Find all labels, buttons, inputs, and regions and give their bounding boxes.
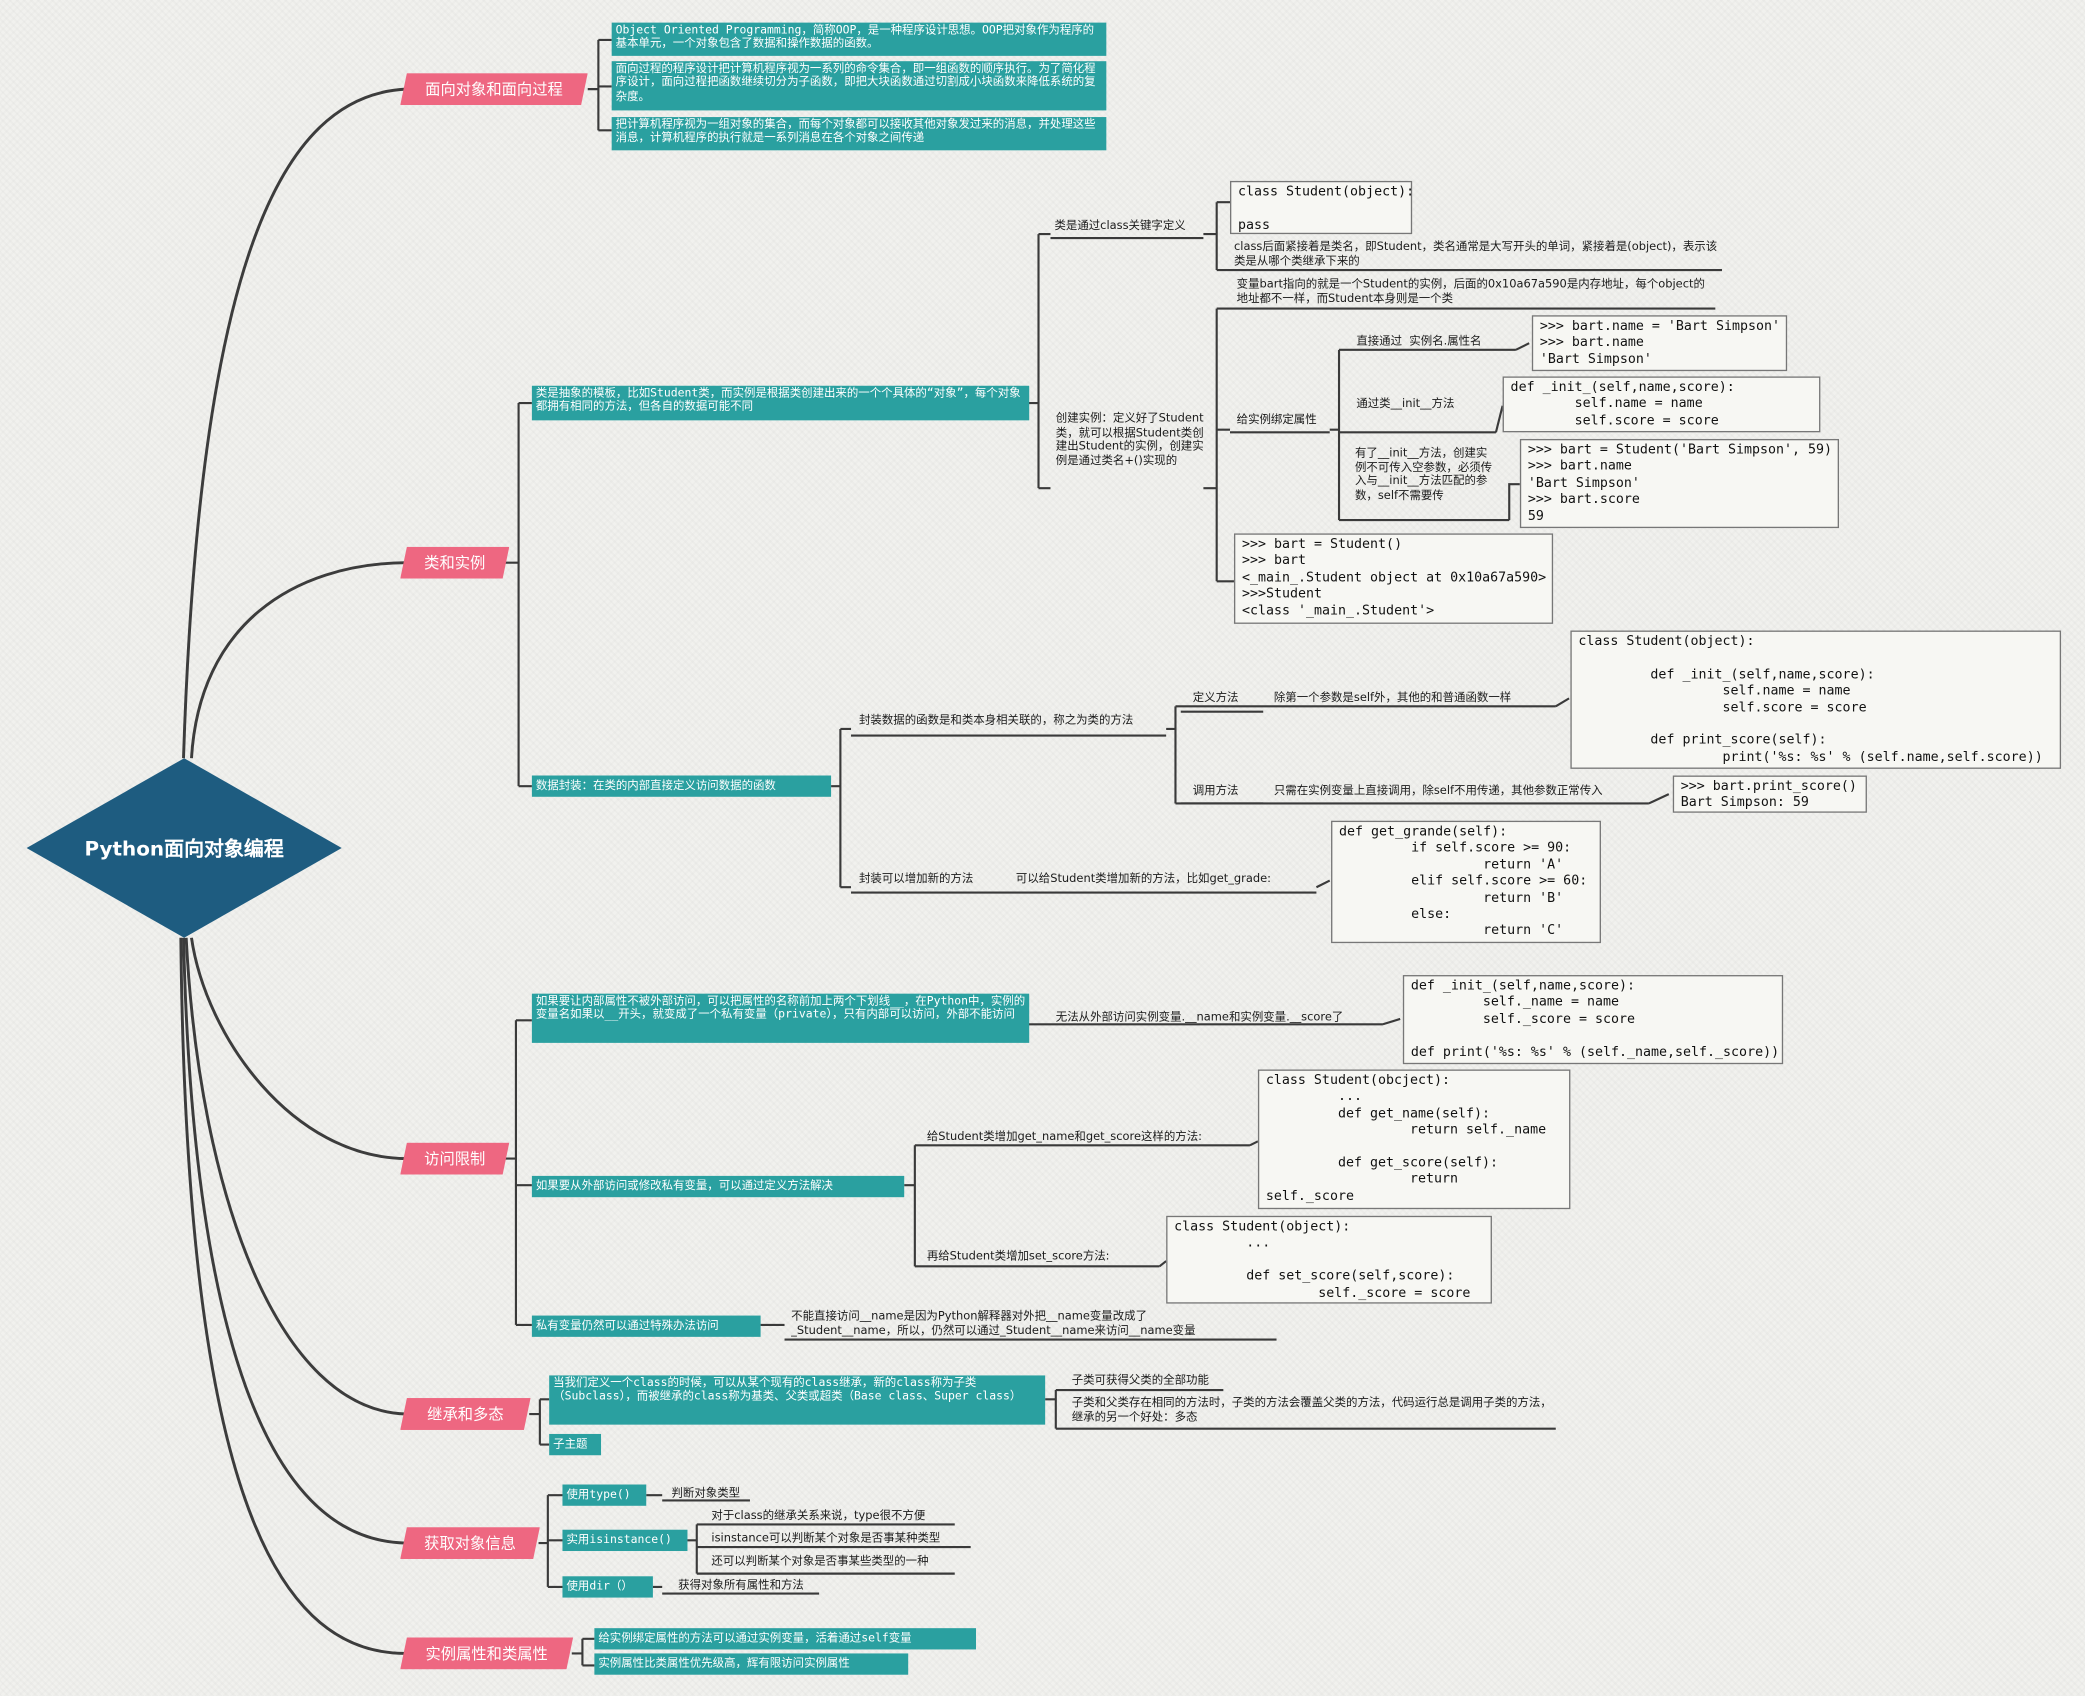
bind-direct-label[interactable]: 直接通过 实例名.属性名 xyxy=(1356,335,1482,349)
attr-item-1[interactable]: 给实例绑定属性的方法可以通过实例变量，活着通过self变量 xyxy=(594,1628,977,1650)
root-diamond-shape xyxy=(26,758,342,938)
private-note: 无法从外部访问实例变量.__name和实例变量.__score了 xyxy=(1055,1010,1344,1025)
bind-init-label[interactable]: 通过类__init__方法 xyxy=(1356,397,1455,412)
add-method-label[interactable]: 封装可以增加新的方法 xyxy=(858,872,974,886)
attr-item-2[interactable]: 实例属性比类属性优先级高，辉有限访问实例属性 xyxy=(594,1653,909,1675)
isinstance-note-1: 对于class的继承关系来说，type很不方便 xyxy=(711,1509,926,1524)
getset-desc[interactable]: 如果要从外部访问或修改私有变量，可以通过定义方法解决 xyxy=(531,1175,905,1198)
bind-after-code: >>> bart = Student('Bart Simpson', 59) >… xyxy=(1519,438,1840,529)
bind-init-code: def _init_(self,name,score): self.name =… xyxy=(1502,376,1821,433)
getset-get-label[interactable]: 给Student类增加get_name和get_score这样的方法: xyxy=(926,1130,1203,1144)
branch-attr[interactable]: 实例属性和类属性 xyxy=(400,1637,573,1669)
private-desc[interactable]: 如果要让内部属性不被外部访问，可以把属性的名称前加上两个下划线__，在Pytho… xyxy=(531,993,1030,1043)
call-method-code: >>> bart.print_score() Bart Simpson: 59 xyxy=(1672,775,1867,813)
inherit-subtopic[interactable]: 子主题 xyxy=(549,1433,602,1456)
encap-desc[interactable]: 数据封装：在类的内部直接定义访问数据的函数 xyxy=(531,775,832,797)
call-method-label[interactable]: 调用方法 xyxy=(1192,784,1239,799)
info-dir-note: 获得对象所有属性和方法 xyxy=(678,1578,804,1593)
special-access-note: 不能直接访问__name是因为Python解释器对外把__name变量改成了_S… xyxy=(791,1310,1196,1338)
branch-info[interactable]: 获取对象信息 xyxy=(400,1527,540,1559)
oop-item-1[interactable]: Object Oriented Programming，简称OOP，是一种程序设… xyxy=(611,22,1107,56)
root-node[interactable]: Python面向对象编程 xyxy=(26,758,342,938)
branch-inherit[interactable]: 继承和多态 xyxy=(400,1398,530,1430)
call-method-note: 只需在实例变量上直接调用，除self不用传递，其他参数正常传入 xyxy=(1273,784,1603,799)
info-type-note: 判断对象类型 xyxy=(671,1487,741,1501)
info-dir[interactable]: 使用dir（） xyxy=(562,1576,653,1598)
root-label: Python面向对象编程 xyxy=(84,836,284,861)
branch-class[interactable]: 类和实例 xyxy=(400,547,509,579)
class-define-note: class后面紧接着是类名，即Student，类名通常是大写开头的单词，紧接着是… xyxy=(1233,240,1718,269)
getset-set-code: class Student(object): ... def set_score… xyxy=(1166,1215,1492,1304)
create-instance-label[interactable]: 创建实例：定义好了Student类，就可以根据Student类创建出Studen… xyxy=(1055,412,1204,468)
info-type[interactable]: 使用type() xyxy=(562,1484,647,1506)
getset-set-label[interactable]: 再给Student类增加set_score方法: xyxy=(926,1250,1110,1264)
isinstance-note-2: isinstance可以判断某个对象是否事某种类型 xyxy=(711,1532,941,1546)
private-code: def _init_(self,name,score): self._name … xyxy=(1402,975,1784,1065)
inherit-note-1: 子类可获得父类的全部功能 xyxy=(1071,1374,1209,1388)
inherit-note-2: 子类和父类存在相同的方法时，子类的方法会覆盖父类的方法，代码运行总是调用子类的方… xyxy=(1071,1396,1552,1425)
special-access-desc[interactable]: 私有变量仍然可以通过特殊办法访问 xyxy=(531,1315,761,1337)
bind-direct-code: >>> bart.name = 'Bart Simpson' >>> bart.… xyxy=(1531,315,1788,372)
add-method-code: def get_grande(self): if self.score >= 9… xyxy=(1331,820,1601,944)
oop-item-2[interactable]: 面向过程的程序设计把计算机程序视为一系列的命令集合，即一组函数的顺序执行。为了简… xyxy=(611,61,1107,111)
bind-attr-label[interactable]: 给实例绑定属性 xyxy=(1236,413,1317,427)
branch-oop[interactable]: 面向对象和面向过程 xyxy=(400,73,587,105)
bind-after-label[interactable]: 有了__init__方法，创建实例不可传入空参数，必须传入与__init__方法… xyxy=(1354,446,1493,503)
class-desc[interactable]: 类是抽象的模板，比如Student类，而实例是根据类创建出来的一个个具体的“对象… xyxy=(531,385,1030,421)
info-isinstance[interactable]: 实用isinstance() xyxy=(562,1529,688,1552)
create-instance-code: >>> bart = Student() >>> bart <_main_.St… xyxy=(1233,533,1554,624)
add-method-note: 可以给Student类增加新的方法，比如get_grade: xyxy=(1015,872,1272,886)
isinstance-note-3: 还可以判断某个对象是否事某些类型的一种 xyxy=(711,1555,929,1569)
encap-methods-label[interactable]: 封装数据的函数是和类本身相关联的，称之为类的方法 xyxy=(858,714,1134,728)
inherit-desc[interactable]: 当我们定义一个class的时候，可以从某个现有的class继承，新的class称… xyxy=(549,1375,1046,1425)
branch-access[interactable]: 访问限制 xyxy=(400,1143,509,1175)
define-method-label[interactable]: 定义方法 xyxy=(1192,691,1239,706)
define-method-code: class Student(object): def _init_(self,n… xyxy=(1570,630,2062,769)
create-instance-note: 变量bart指向的就是一个Student的实例，后面的0x10a67a590是内… xyxy=(1236,278,1705,306)
define-method-note: 除第一个参数是self外，其他的和普通函数一样 xyxy=(1273,691,1512,706)
class-define-code: class Student(object): pass xyxy=(1229,180,1414,235)
getset-get-code: class Student(obcject): ... def get_name… xyxy=(1257,1069,1571,1210)
oop-item-3[interactable]: 把计算机程序视为一组对象的集合，而每个对象都可以接收其他对象发过来的消息，并处理… xyxy=(611,117,1107,151)
class-define-label[interactable]: 类是通过class关键字定义 xyxy=(1054,219,1186,233)
